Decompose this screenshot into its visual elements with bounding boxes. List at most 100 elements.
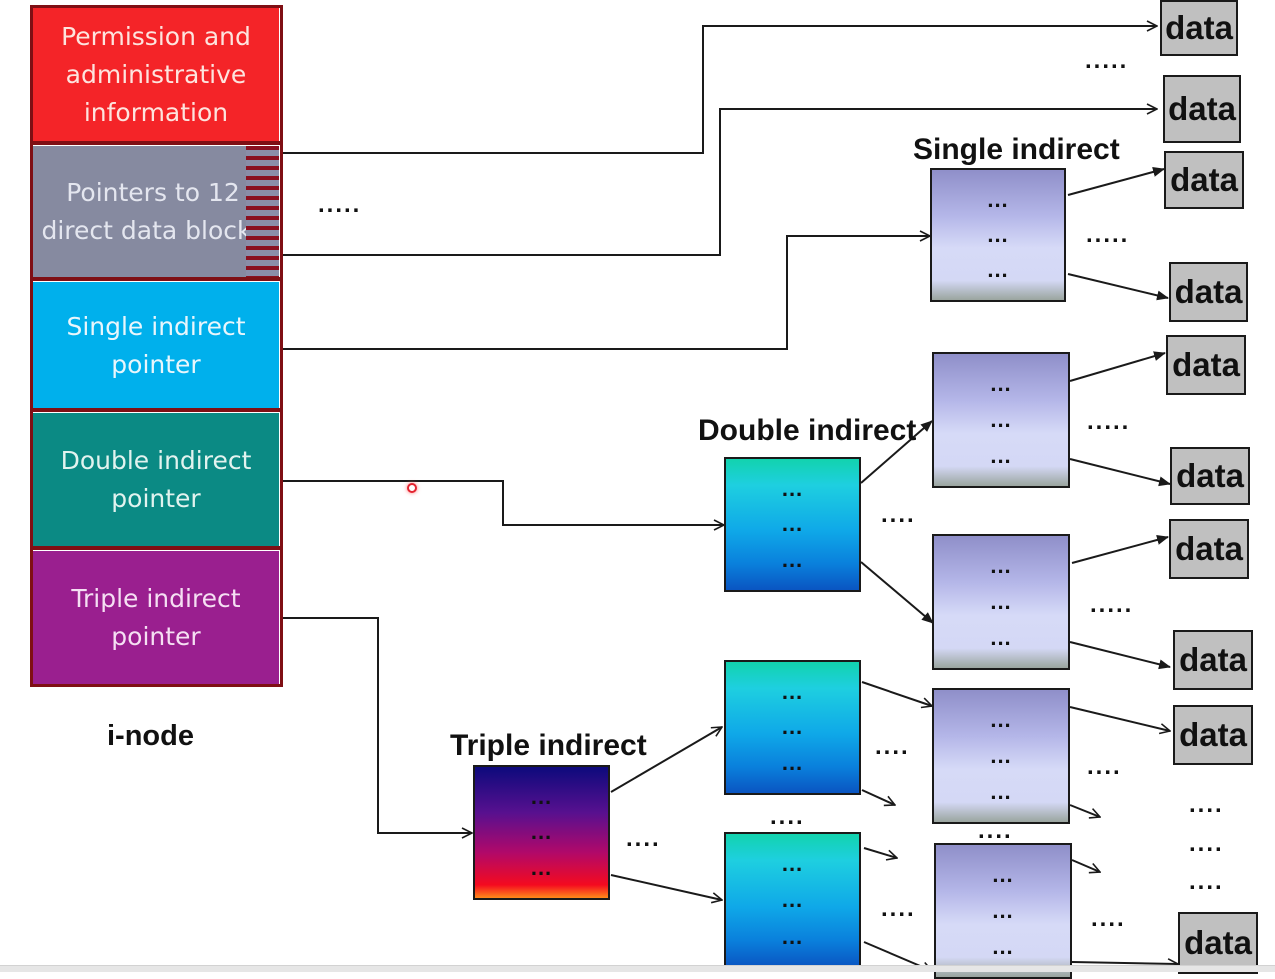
direct-ellipsis: ..... — [318, 191, 362, 218]
block-entry: ... — [987, 221, 1009, 247]
block-entry: ... — [987, 257, 1009, 283]
triple-indirect-line — [283, 617, 472, 833]
data-block: data — [1166, 335, 1246, 395]
data-ellipsis: .... — [1189, 830, 1224, 857]
data-block: data — [1170, 447, 1250, 505]
data-block: data — [1164, 151, 1244, 209]
inode-divider — [30, 408, 283, 412]
double-to-l2-1 — [860, 420, 933, 484]
triple-l2b-stub — [863, 847, 897, 858]
inode-cell-label: Pointers to 12 direct data blocks — [41, 178, 265, 245]
block-entry: ... — [992, 862, 1014, 887]
inode-divider — [30, 546, 283, 550]
block-ellipsis: .... — [881, 895, 916, 922]
data-block: data — [1163, 75, 1241, 143]
data-ellipsis: ..... — [1085, 47, 1129, 74]
block-entry: ... — [530, 819, 553, 845]
data-block: data — [1169, 262, 1248, 322]
direct-pointer-slots — [246, 146, 279, 278]
double-indirect-line — [283, 480, 724, 525]
single-indirect-label: Single indirect — [913, 133, 1120, 166]
data-ellipsis: ..... — [1087, 408, 1131, 435]
data-block: data — [1169, 519, 1249, 579]
block-entry: ... — [781, 475, 804, 501]
inode-divider — [30, 141, 283, 145]
triple-l2-block-2: ... ... ... — [724, 832, 861, 969]
block-entry: ... — [990, 589, 1012, 614]
block-entry: ... — [990, 779, 1012, 804]
inode-caption: i-node — [107, 720, 194, 752]
double-l2b-data-2 — [1069, 641, 1171, 670]
inode-cell-label: Double indirect pointer — [60, 446, 252, 513]
double-indirect-block: ... ... ... — [724, 457, 861, 592]
block-entry: ... — [781, 750, 804, 776]
block-entry: ... — [987, 186, 1009, 212]
inode-divider — [30, 277, 283, 281]
block-entry: ... — [990, 743, 1012, 768]
data-ellipsis: .... — [1189, 791, 1224, 818]
data-block: data — [1160, 0, 1238, 56]
double-l2-block-2: ... ... ... — [932, 534, 1070, 670]
double-to-l2-2 — [860, 561, 934, 624]
inode-cell-label: Triple indirect pointer — [71, 583, 241, 651]
double-l2-block-1: ... ... ... — [932, 352, 1070, 488]
block-entry: ... — [990, 407, 1012, 432]
triple-to-l2-2 — [610, 874, 722, 900]
bottom-bar — [0, 965, 1275, 972]
triple-indirect-block: ... ... ... — [473, 765, 610, 900]
inode-frame — [30, 5, 283, 687]
triple-to-l2-1 — [610, 727, 722, 793]
triple-l3-block-1: ... ... ... — [932, 688, 1070, 824]
single-to-data-2 — [1067, 273, 1169, 301]
block-ellipsis: .... — [875, 733, 910, 760]
inode-cell-triple-indirect: Triple indirect pointer — [33, 551, 279, 684]
inode-cell-single-indirect: Single indirect pointer — [33, 282, 279, 409]
block-entry: ... — [992, 898, 1014, 923]
triple-l3b-data — [1071, 962, 1178, 964]
block-entry: ... — [530, 855, 553, 881]
triple-l3a-stub — [1069, 804, 1100, 817]
data-ellipsis: ..... — [1086, 221, 1130, 248]
triple-l3-block-2: ... ... ... — [934, 843, 1072, 979]
block-entry: ... — [781, 547, 804, 573]
block-entry: ... — [990, 443, 1012, 468]
block-entry: ... — [990, 371, 1012, 396]
data-ellipsis: .... — [1087, 753, 1122, 780]
pointer-cursor-dot — [407, 483, 417, 493]
inode-cell-double-indirect: Double indirect pointer — [33, 413, 279, 547]
data-ellipsis: .... — [1091, 905, 1126, 932]
single-indirect-block: ... ... ... — [930, 168, 1066, 302]
double-indirect-label: Double indirect — [698, 414, 917, 447]
double-l2b-data-1 — [1071, 535, 1169, 564]
inode-cell-label: Single indirect pointer — [66, 311, 246, 379]
single-indirect-line — [283, 236, 930, 350]
direct-pointer-line-1 — [283, 26, 1157, 154]
triple-l3a-data — [1069, 706, 1170, 731]
block-entry: ... — [990, 625, 1012, 650]
triple-indirect-label: Triple indirect — [450, 729, 647, 762]
block-entry: ... — [781, 678, 804, 704]
block-entry: ... — [990, 707, 1012, 732]
block-ellipsis: .... — [626, 825, 661, 852]
data-ellipsis: .... — [1189, 868, 1224, 895]
block-entry: ... — [781, 887, 804, 913]
inode-cell-permission: Permission and administrative informatio… — [33, 8, 279, 142]
block-entry: ... — [990, 553, 1012, 578]
block-entry: ... — [781, 851, 804, 877]
block-entry: ... — [781, 714, 804, 740]
data-block: data — [1173, 705, 1253, 765]
block-entry: ... — [781, 923, 804, 949]
triple-l2-block-1: ... ... ... — [724, 660, 861, 795]
block-entry: ... — [530, 783, 553, 809]
triple-l2a-stub — [861, 789, 895, 805]
inode-cell-direct-pointers: Pointers to 12 direct data blocks — [33, 146, 279, 278]
block-ellipsis: .... — [881, 501, 916, 528]
direct-pointer-line-2 — [283, 109, 1157, 256]
data-block: data — [1173, 630, 1253, 690]
block-entry: ... — [992, 934, 1014, 959]
block-ellipsis: .... — [770, 803, 805, 830]
inode-cell-label: Permission and administrative informatio… — [61, 22, 251, 127]
block-ellipsis: .... — [978, 817, 1013, 844]
single-to-data-1 — [1067, 167, 1165, 196]
